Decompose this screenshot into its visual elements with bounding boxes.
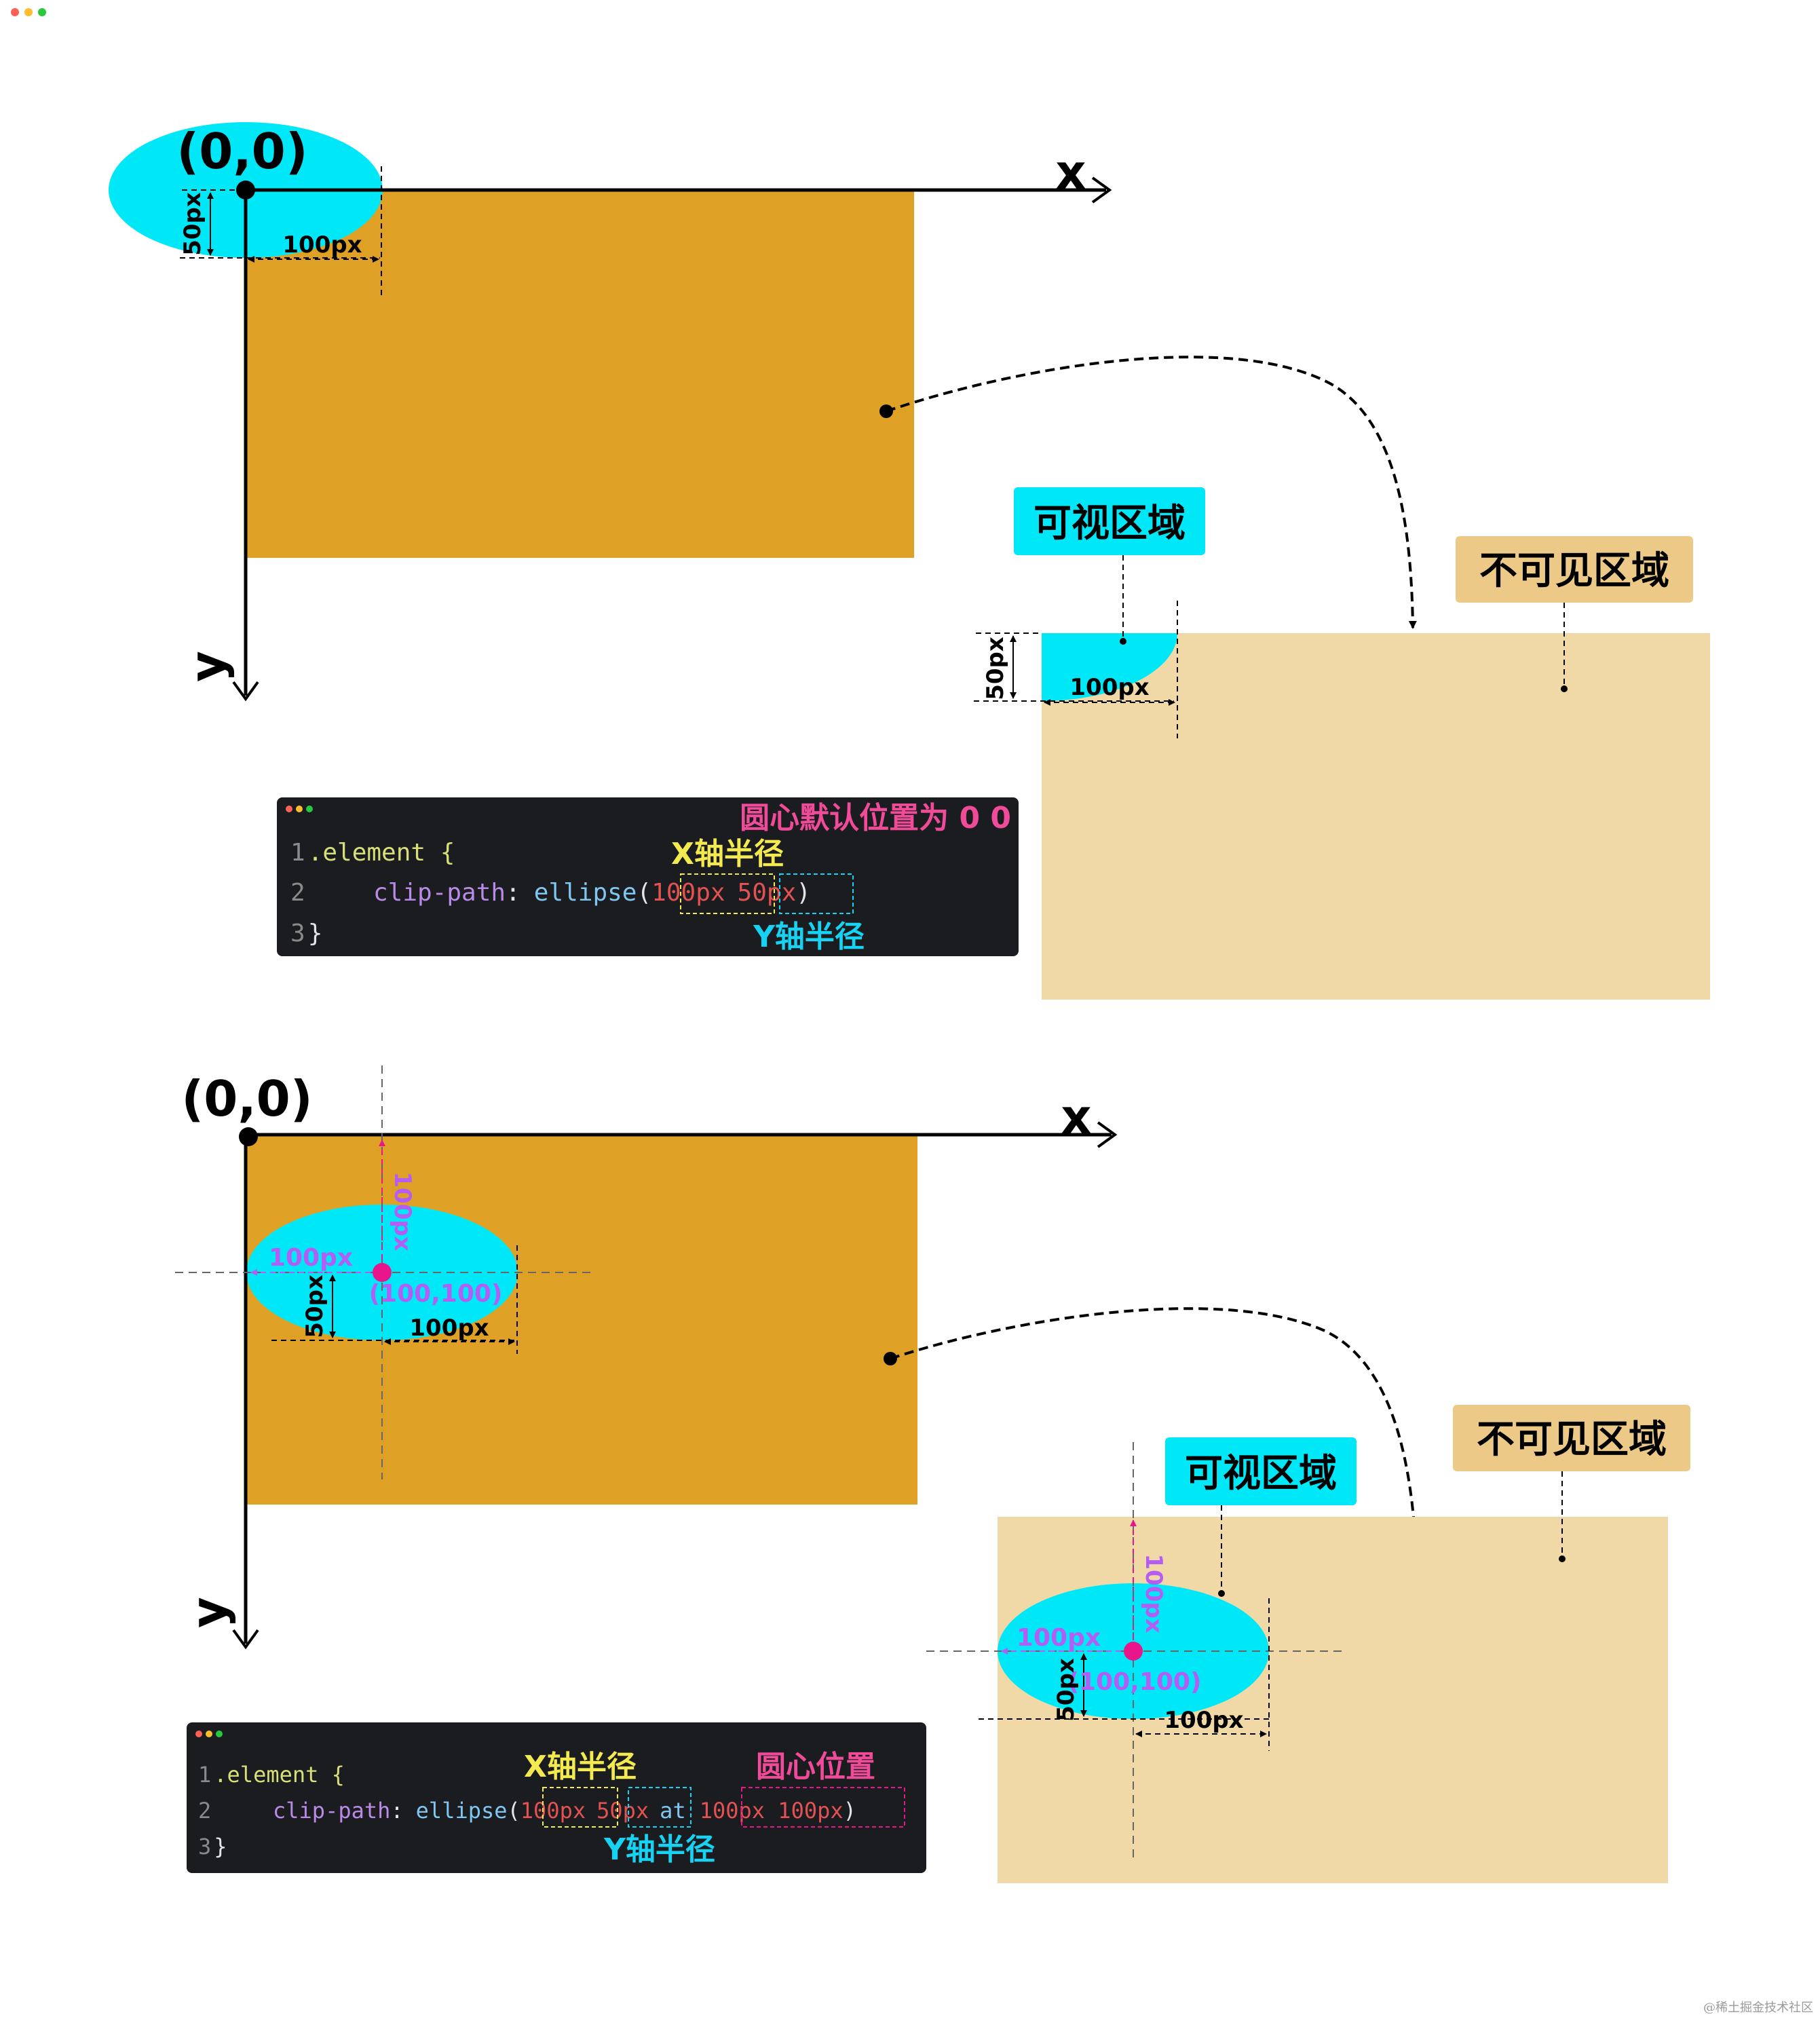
rx-highlight (542, 1787, 618, 1828)
code-dot-green-icon (216, 1731, 223, 1737)
ry-highlight (779, 873, 854, 914)
invisible-label-box (1456, 536, 1693, 603)
code-line-3: 3} (198, 1834, 227, 1859)
visible-label: 可视区域 (1185, 1452, 1337, 1496)
origin-label: (0,0) (176, 123, 307, 180)
transform-arrow (890, 1307, 1421, 1579)
radius-y-label: 50px (179, 192, 206, 256)
code-line-1: 1.element { (198, 1762, 345, 1788)
radius-x-label: 100px (409, 1315, 489, 1342)
watermark: @稀土掘金技术社区 (1703, 2001, 1813, 2015)
function: ellipse (416, 1798, 508, 1824)
function: ellipse (534, 879, 637, 907)
visible-leader-dot (1120, 638, 1126, 645)
y-axis-label: y (180, 651, 235, 682)
code-bg (187, 1722, 926, 1873)
radius-y-label: 50px (301, 1274, 328, 1338)
selector: .element { (214, 1762, 345, 1788)
code-dot-red-icon (286, 806, 292, 812)
result-center-label: (100,100) (1068, 1668, 1202, 1696)
x-axis-arrow-icon (1097, 1121, 1118, 1148)
result-radius-y-label: 50px (1053, 1658, 1080, 1722)
diagram-1: (0,0) x y 50px 100px 50px 100px 可视区域 不可见… (109, 122, 1710, 1000)
y-axis-label: y (181, 1597, 237, 1628)
left-offset-label: 100px (269, 1244, 353, 1272)
x-axis-arrow-icon (1091, 176, 1112, 204)
result-center-dot (1124, 1642, 1143, 1661)
visible-region (1042, 633, 1177, 701)
rx-highlight (680, 873, 775, 914)
code-line-2-num: 2 (290, 879, 305, 907)
origin-dot (236, 181, 255, 200)
top-offset-label: 100px (389, 1171, 416, 1251)
result-radius-y-label: 50px (982, 637, 1009, 700)
y-axis-arrow-icon (232, 681, 259, 702)
invisible-label: 不可见区域 (1477, 1418, 1667, 1462)
arrow-start-dot (879, 404, 893, 418)
diagram-2: (0,0) x y 100px 100px (100,100) 50px 100… (175, 1065, 1690, 1883)
invisible-region (1042, 633, 1710, 1000)
code-dot-yellow-icon (296, 806, 303, 812)
invisible-label-box (1453, 1405, 1690, 1471)
result-top-offset-label: 100px (1140, 1553, 1167, 1633)
note-ry: Y轴半径 (603, 1832, 715, 1867)
element-box (246, 190, 914, 558)
center-dot (373, 1263, 392, 1282)
code-dot-yellow-icon (206, 1731, 212, 1737)
property: clip-path (373, 879, 506, 907)
arg-position: 100px 100px (700, 1798, 843, 1824)
x-axis-label: x (1061, 1089, 1091, 1145)
position-highlight (741, 1787, 905, 1828)
note-rx: X轴半径 (524, 1750, 637, 1784)
property: clip-path (273, 1798, 390, 1824)
code-line-2-num: 2 (198, 1798, 211, 1824)
visible-leader-dot (1218, 1590, 1225, 1597)
visible-label: 可视区域 (1034, 502, 1186, 546)
origin-label: (0,0) (181, 1070, 312, 1127)
arg-ry: 50px (738, 879, 797, 907)
code-dot-red-icon (195, 1731, 202, 1737)
visible-label-box (1165, 1437, 1357, 1505)
code-dot-green-icon (306, 806, 313, 812)
arg-rx: 100px (651, 879, 725, 907)
close-dot-icon (11, 8, 19, 16)
invisible-label: 不可见区域 (1479, 549, 1669, 593)
code-bg (277, 797, 1019, 956)
result-radius-x-label: 100px (1164, 1707, 1243, 1734)
note-rx: X轴半径 (671, 837, 784, 871)
radius-x-label: 100px (282, 231, 362, 259)
selector: .element { (308, 839, 455, 867)
note-ry: Y轴半径 (753, 920, 865, 954)
line-number: 1 (290, 839, 305, 867)
code-line-1: 1.element { (290, 839, 455, 867)
result-radius-x-label: 100px (1069, 674, 1149, 701)
invisible-leader-dot (1561, 685, 1568, 692)
arg-ry: 50px (596, 1798, 649, 1824)
arg-rx: 100px (520, 1798, 586, 1824)
invisible-leader-dot (1559, 1555, 1566, 1562)
visible-label-box (1014, 487, 1205, 555)
ry-highlight (628, 1787, 691, 1828)
note-center: 圆心默认位置为 0 0 (740, 801, 1011, 835)
window-controls (11, 8, 46, 16)
origin-dot (239, 1127, 258, 1146)
result-left-offset-label: 100px (1017, 1624, 1101, 1652)
code-line-3: 3} (290, 920, 322, 947)
x-axis-label: x (1055, 145, 1086, 200)
center-label: (100,100) (369, 1280, 503, 1308)
note-center: 圆心位置 (756, 1750, 875, 1784)
transform-arrow (886, 356, 1417, 629)
y-axis-arrow-icon (232, 1629, 259, 1650)
maximize-dot-icon (38, 8, 46, 16)
minimize-dot-icon (24, 8, 33, 16)
arrow-start-dot (884, 1352, 897, 1365)
